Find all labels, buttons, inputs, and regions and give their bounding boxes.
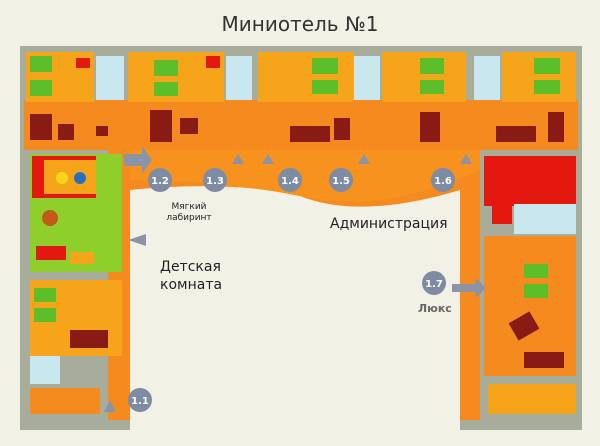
room-top-1 (26, 52, 124, 146)
room-bottom-left (30, 280, 122, 414)
entrance-marker-e14 (278, 168, 302, 192)
entrance-arrows (104, 146, 486, 412)
room-top-5 (486, 52, 576, 146)
lux-suite (484, 236, 576, 414)
admin-label: Администрация (330, 216, 448, 232)
entrance-marker-e12 (148, 168, 172, 192)
entrance-marker-e11 (128, 388, 152, 412)
entrance-label-e17: 1.7 (425, 279, 443, 290)
entrance-label-e15: 1.5 (332, 176, 350, 187)
entrance-marker-e13 (203, 168, 227, 192)
entrance-marker-e17 (422, 271, 446, 295)
kids-room (30, 154, 122, 272)
room-top-3 (258, 52, 380, 146)
entrance-label-e14: 1.4 (281, 176, 299, 187)
entrance-label-e13: 1.3 (206, 176, 224, 187)
entrance-label-e16: 1.6 (434, 176, 452, 187)
top-rooms (26, 52, 576, 146)
lux-label: Люкс (418, 302, 452, 315)
kids-room-label: Детская комната (160, 259, 223, 293)
entrance-marker-e16 (431, 168, 455, 192)
entrance-markers: 1.1 1.2 1.3 1.4 1.5 1.6 1.7 (128, 168, 455, 412)
entrance-marker-e15 (329, 168, 353, 192)
admin-block (484, 156, 576, 234)
soft-maze-label: Мягкий лабиринт (166, 202, 212, 223)
entrance-label-e11: 1.1 (131, 396, 149, 407)
room-top-2 (128, 52, 252, 146)
entrance-label-e12: 1.2 (151, 176, 169, 187)
page-title: Миниотель №1 (221, 12, 379, 36)
room-top-4 (382, 52, 500, 146)
